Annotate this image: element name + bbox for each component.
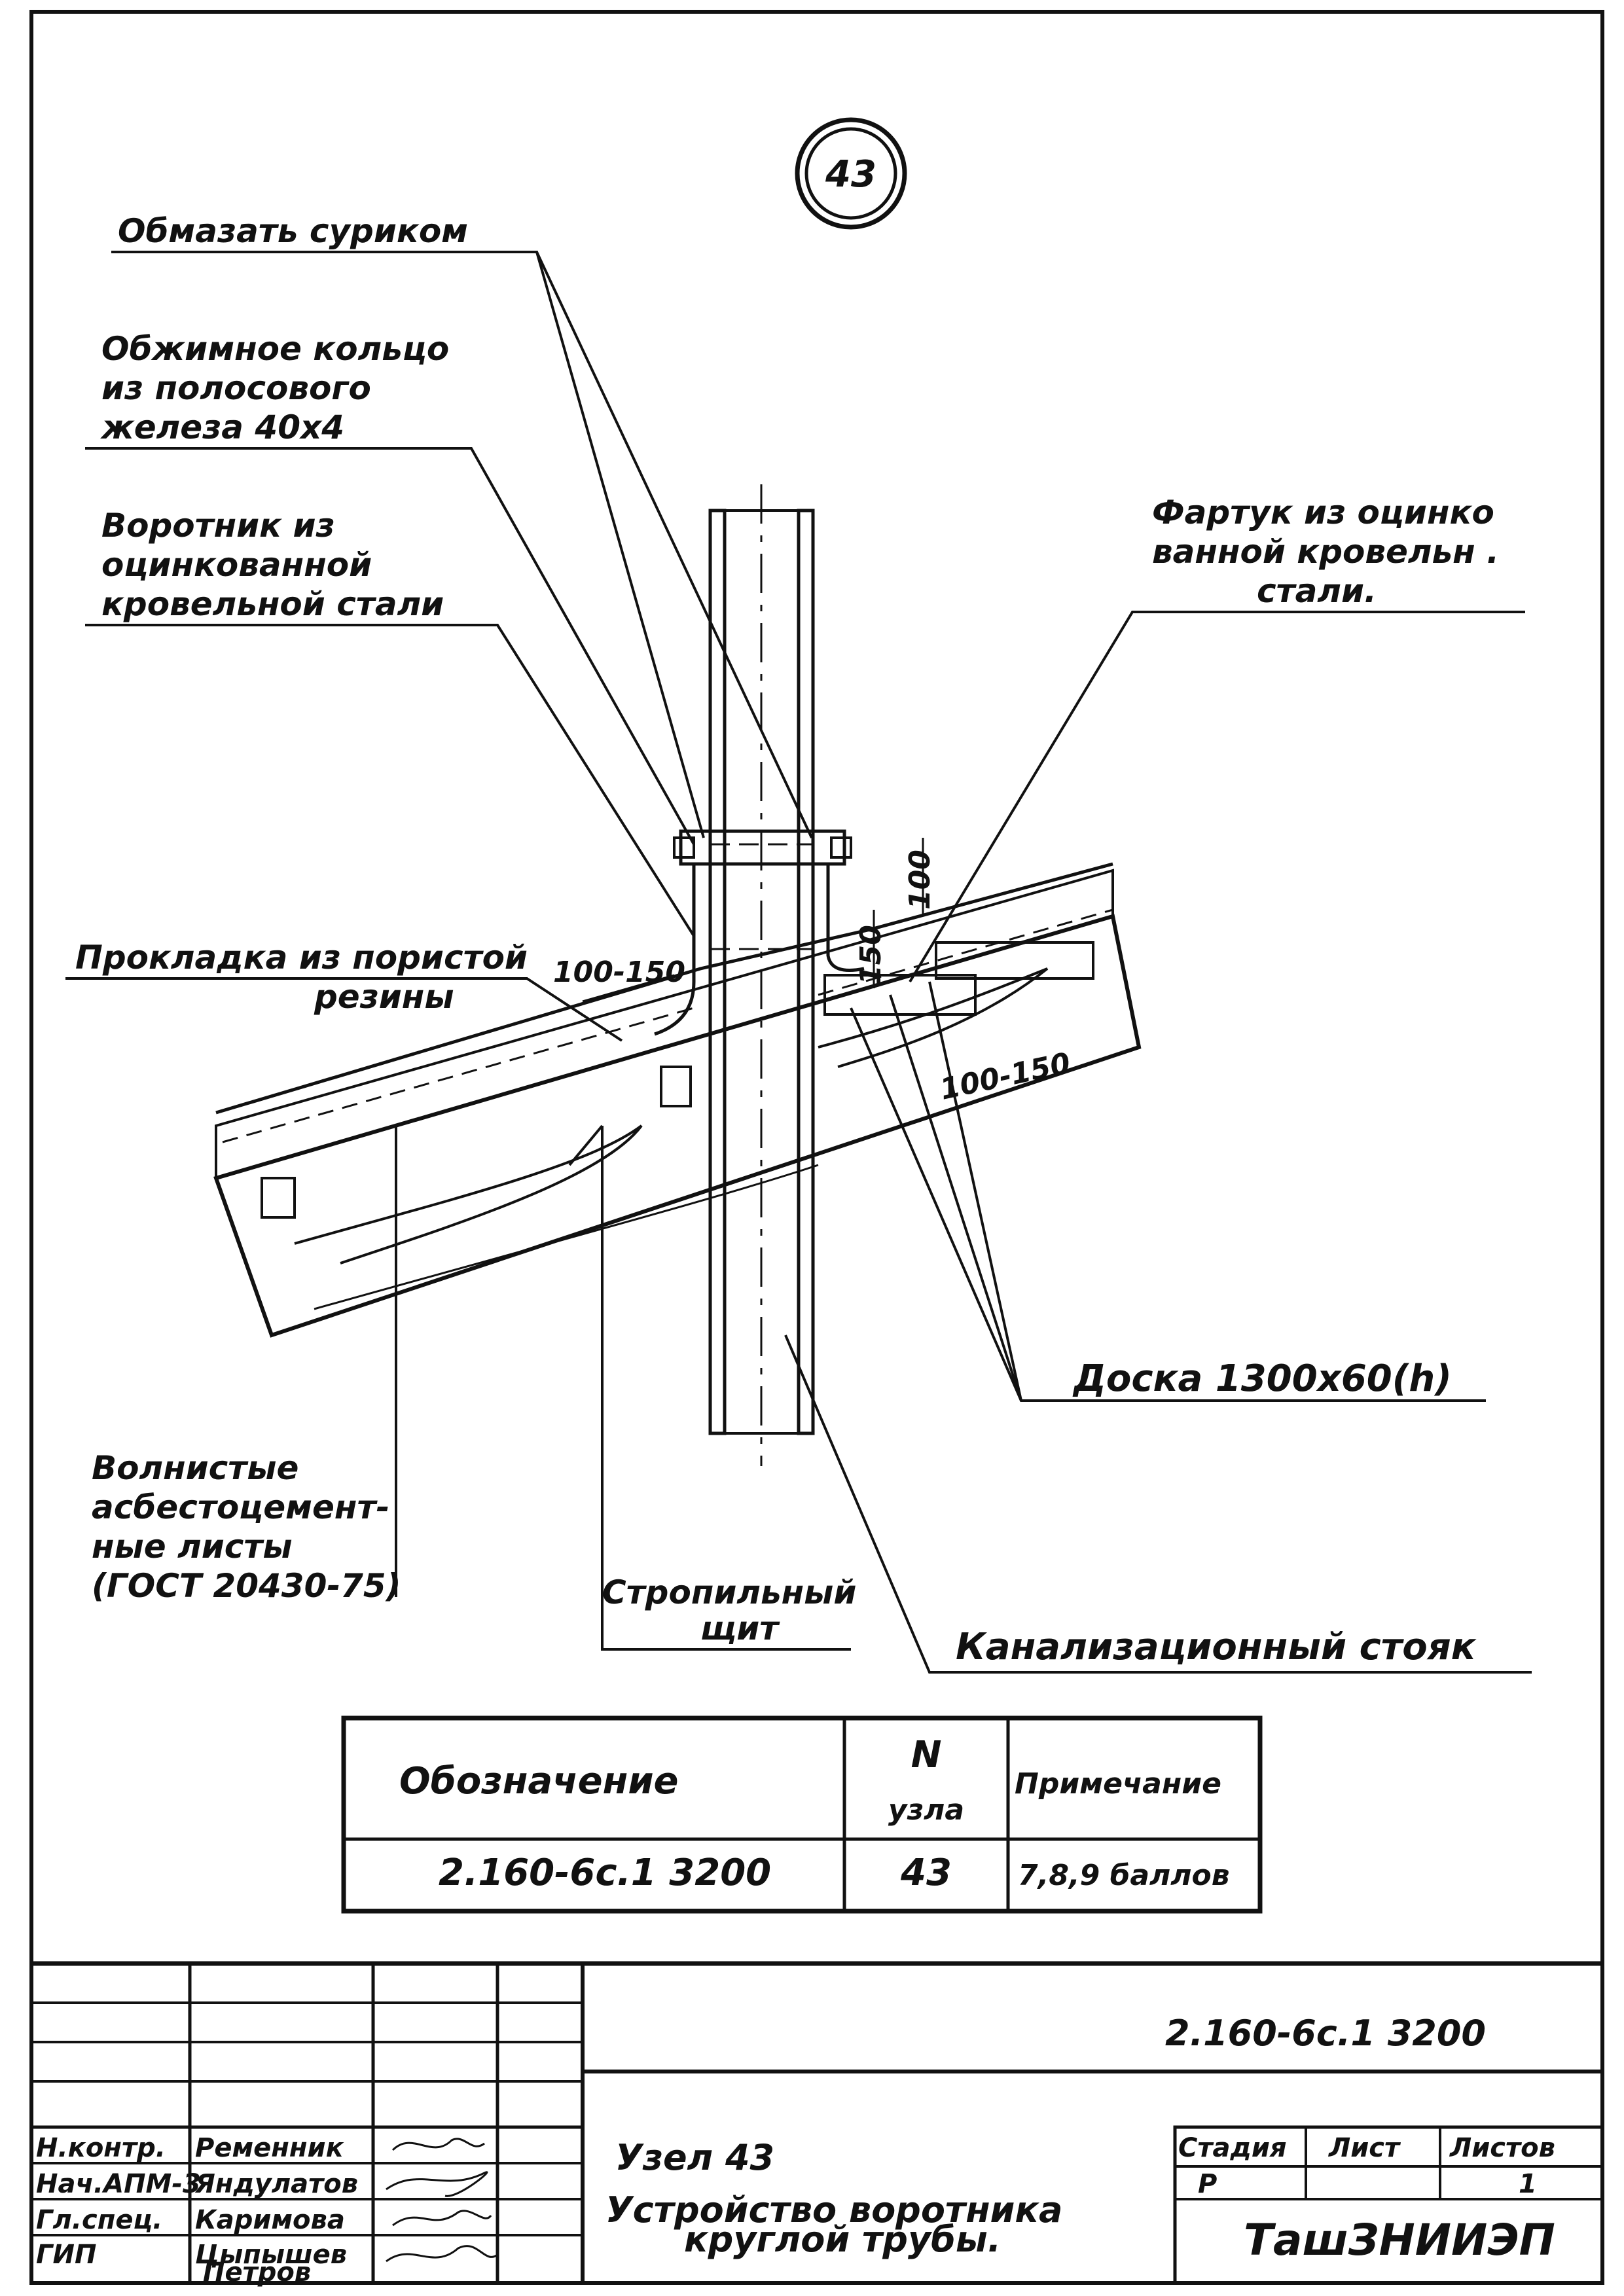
title-block: 2.160-6с.1 3200 Узел 43 Устройство ворот… (31, 1961, 1604, 2287)
spec-cell-note: 7,8,9 баллов (1018, 1859, 1230, 1892)
callout-collar-line1: Воротник из (101, 507, 335, 545)
stamp-role-2: Нач.АПМ-3 (36, 2169, 201, 2199)
spec-header-designation: Обозначение (399, 1760, 679, 1803)
stamp-header-stage: Стадия (1178, 2133, 1287, 2163)
node-circle: 43 (795, 117, 907, 230)
spec-cell-node: 43 (900, 1852, 952, 1894)
callout-sheets-line2: асбестоцемент- (92, 1488, 389, 1526)
stamp-role-1: Н.контр. (36, 2133, 166, 2163)
callout-gasket-line2: резины (314, 978, 454, 1016)
callout-ring-line1: Обжимное кольцо (101, 330, 449, 368)
callout-apron-line1: Фартук из оцинко (1152, 493, 1494, 531)
roof-section (213, 862, 1142, 1338)
stamp-name-4: Цыпышев (195, 2240, 347, 2270)
dim-100: 100 (903, 850, 937, 910)
callout-ring-line3: железа 40х4 (100, 408, 344, 446)
callout-board: Доска 1300х60(h) (850, 981, 1486, 1402)
callout-gasket: Прокладка из пористой резины (65, 939, 623, 1042)
dim-100-150-left: 100-150 (553, 956, 685, 989)
stamp-value-stage: Р (1198, 2169, 1217, 2199)
stamp-name-1: Ременник (195, 2133, 344, 2163)
spec-table: Обозначение N узла Примечание 2.160-6с.1… (341, 1715, 1263, 1914)
callout-collar-line3: кровельной стали (101, 585, 444, 623)
stamp-name-3: Каримова (195, 2205, 345, 2235)
callout-gasket-line1: Прокладка из пористой (75, 939, 528, 977)
callout-sheets-line1: Волнистые (92, 1449, 298, 1487)
callout-sheets: Волнистые асбестоцемент- ные листы (ГОСТ… (92, 1126, 401, 1605)
stamp-title-line2: круглой трубы. (684, 2219, 1001, 2260)
svg-text:О: О (0, 0, 9, 3)
spec-header-node-n: N (911, 1734, 942, 1776)
stamp-title-line1: Устройство воротника (605, 2189, 1062, 2231)
callout-riser-text: Канализационный стояк (956, 1626, 1477, 1668)
stamp-name-2: Яндулатов (194, 2169, 358, 2199)
callout-apron-line2: ванной кровельн . (1152, 533, 1499, 571)
node-number: 43 (825, 153, 876, 196)
callout-rafter-line1: Стропильный (602, 1573, 856, 1611)
callout-sheets-line3: ные листы (92, 1528, 293, 1566)
callout-apron: Фартук из оцинко ванной кровельн . стали… (909, 493, 1525, 983)
stamp-org: ТашЗНИИЭП (1244, 2215, 1555, 2265)
callout-paint: О Обмазать суриком (0, 0, 813, 838)
signatures (386, 2138, 498, 2263)
stamp-header-sheets: Листов (1449, 2133, 1555, 2163)
callout-ring-line2: из полосового (101, 369, 371, 407)
callout-riser: Канализационный стояк (784, 1335, 1532, 1674)
stamp-header-sheet: Лист (1328, 2133, 1401, 2163)
stamp-role-3: Гл.спец. (36, 2205, 162, 2235)
sheet-frame (29, 10, 1604, 2285)
callout-paint-text: Обмазать суриком (118, 212, 468, 250)
stamp-name-5: Петров (203, 2257, 311, 2287)
callout-board-text: Доска 1300х60(h) (1072, 1357, 1452, 1400)
callout-rafter-line2: щит (700, 1609, 780, 1647)
dim-150: 150 (854, 925, 888, 985)
dim-100-150-right: 100-150 (937, 1047, 1074, 1107)
stamp-value-sheets: 1 (1519, 2169, 1537, 2199)
stamp-node-title: Узел 43 (615, 2137, 774, 2178)
callout-collar-line2: оцинкованной (101, 546, 372, 584)
stamp-role-4: ГИП (36, 2240, 96, 2270)
stamp-doc-code: 2.160-6с.1 3200 (1165, 2013, 1486, 2054)
riser-pipe (654, 484, 865, 1466)
spec-header-note: Примечание (1015, 1767, 1221, 1801)
callout-collar: Воротник из оцинкованной кровельной стал… (85, 507, 695, 937)
callout-ring: Обжимное кольцо из полосового железа 40х… (85, 330, 695, 845)
spec-header-node: узла (888, 1793, 964, 1827)
callout-apron-line3: стали. (1257, 572, 1377, 610)
callout-rafter: Стропильный щит (568, 1124, 856, 1651)
callout-sheets-line4: (ГОСТ 20430-75) (92, 1567, 401, 1605)
spec-cell-designation: 2.160-6с.1 3200 (439, 1852, 771, 1894)
